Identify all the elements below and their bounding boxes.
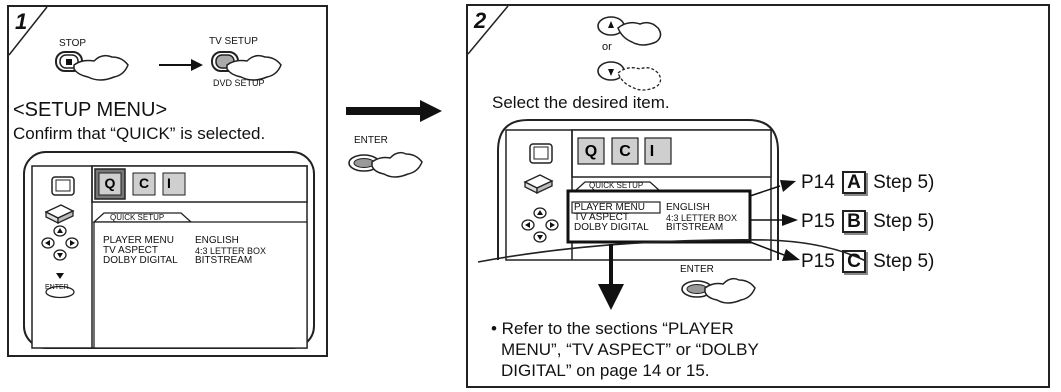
reference-note: • Refer to the sections “PLAYER MENU”, “… (491, 318, 759, 381)
dvd-setup-label: DVD SETUP (213, 78, 265, 88)
select-instruction: Select the desired item. (492, 93, 670, 112)
tv-screen-2: Q C I (477, 119, 878, 273)
hand-icon-3 (371, 151, 423, 178)
osd-row-value-2: 4:3 LETTER BOX (195, 246, 267, 256)
quick-setup-tab-label-2: QUICK SETUP (589, 181, 644, 190)
ref-page: P14 (801, 172, 835, 193)
osd-row-value-3: BITSTREAM (195, 255, 253, 266)
step1-panel: Q C I (7, 5, 328, 357)
osd2-row-value-3: BITSTREAM (666, 222, 724, 233)
setup-menu-title: <SETUP MENU> (13, 99, 168, 121)
ref-page: P15 (801, 251, 835, 272)
note-line-1: • Refer to the sections “PLAYER (491, 319, 734, 338)
svg-text:I: I (167, 175, 171, 191)
ref-page: P15 (801, 211, 835, 232)
svg-text:C: C (619, 143, 631, 160)
stop-label: STOP (59, 38, 87, 49)
hand-icon (73, 54, 129, 81)
step2-panel: Q C I (466, 4, 1050, 388)
big-right-arrow-icon (346, 100, 442, 122)
ref-step: Step 5) (873, 172, 935, 193)
ref-letter: A (842, 171, 866, 194)
svg-text:Q: Q (105, 175, 116, 191)
step1-drawing: Q C I (8, 6, 315, 349)
osd-row-label-3: DOLBY DIGITAL (103, 255, 178, 266)
osd-row-label-1: PLAYER MENU (103, 235, 174, 246)
note-line-2: MENU”, “TV ASPECT” or “DOLBY (501, 340, 759, 359)
page-ref-c: P15 C Step 5) (801, 250, 934, 273)
ref-step: Step 5) (873, 251, 935, 272)
svg-text:I: I (650, 143, 654, 160)
note-line-3: DIGITAL” on page 14 or 15. (501, 361, 710, 380)
step-number: 1 (15, 9, 28, 34)
enter-label-middle: ENTER (354, 135, 388, 146)
step2-drawing: Q C I (467, 5, 878, 310)
tv-screen-1: Q C I (23, 151, 315, 349)
ref-step: Step 5) (873, 211, 935, 232)
osd2-row-label-2: TV ASPECT (574, 212, 630, 223)
osd-row-value-1: ENGLISH (195, 235, 239, 246)
enter-button-icon (348, 154, 380, 172)
svg-text:Q: Q (585, 143, 597, 160)
page-ref-b: P15 B Step 5) (801, 210, 934, 233)
step-number-2: 2 (474, 8, 487, 33)
osd2-row-value-2: 4:3 LETTER BOX (666, 213, 738, 223)
hand-icon-2 (226, 54, 282, 81)
enter-oval-label: ENTER (45, 284, 69, 291)
osd2-row-label-3: DOLBY DIGITAL (574, 222, 649, 233)
osd2-row-label-1: PLAYER MENU (574, 202, 645, 213)
confirm-instruction: Confirm that “QUICK” is selected. (13, 124, 266, 143)
svg-text:C: C (139, 175, 149, 191)
quick-setup-tab-label: QUICK SETUP (110, 213, 165, 222)
or-label: or (602, 41, 612, 53)
enter-label-step2: ENTER (680, 264, 714, 275)
page-ref-a: P14 A Step 5) (801, 171, 934, 194)
osd2-row-value-1: ENGLISH (666, 202, 710, 213)
osd-row-label-2: TV ASPECT (103, 245, 159, 256)
ref-letter: C (842, 250, 866, 273)
tv-setup-label: TV SETUP (209, 36, 258, 47)
ref-letter: B (842, 210, 866, 233)
